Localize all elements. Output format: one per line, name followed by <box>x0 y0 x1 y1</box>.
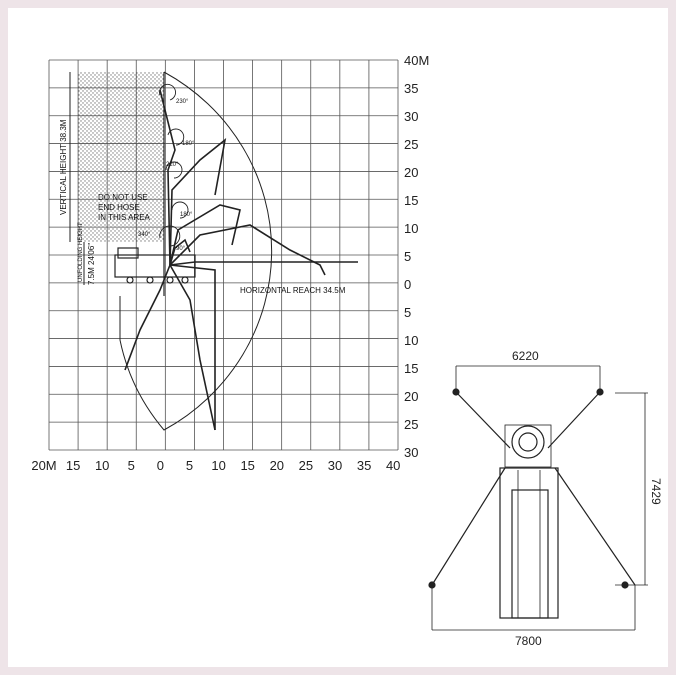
y-tick-label: 15 <box>404 361 418 376</box>
x-tick-label: 15 <box>66 458 80 473</box>
plan-bottom-width: 7800 <box>515 634 542 648</box>
y-tick-label: 5 <box>404 305 411 320</box>
unfolding-height-label: UNFOLDING HEIGHT <box>78 222 84 282</box>
y-tick-label: 15 <box>404 193 418 208</box>
reach-grid <box>48 59 399 451</box>
plan-view <box>428 365 648 631</box>
x-tick-label: 25 <box>299 458 313 473</box>
plan-top-width: 6220 <box>512 349 539 363</box>
unfolding-height-value: 7.5M 24'06" <box>87 243 96 285</box>
angle-label-6: 90° <box>176 246 186 252</box>
y-tick-label: 5 <box>404 249 411 264</box>
x-tick-label: 40 <box>386 458 400 473</box>
no-hose-area <box>78 72 164 242</box>
y-tick-label: 20 <box>404 389 418 404</box>
x-tick-label: 20 <box>270 458 284 473</box>
plan-side-length: 7429 <box>649 478 663 505</box>
y-tick-label: 10 <box>404 221 418 236</box>
y-tick-label: 30 <box>404 445 418 460</box>
angle-label-5: 340° <box>138 232 151 238</box>
y-tick-label: 25 <box>404 417 418 432</box>
no-hose-note-2: END HOSE <box>98 203 140 212</box>
y-tick-label: 20 <box>404 165 418 180</box>
y-tick-label: 30 <box>404 109 418 124</box>
x-tick-label: 10 <box>95 458 109 473</box>
truck <box>114 247 196 284</box>
angle-label-3: 220° <box>166 162 179 168</box>
angle-label-4: 180° <box>180 212 193 218</box>
y-tick-label: 25 <box>404 137 418 152</box>
y-tick-label: 40M <box>404 53 429 68</box>
y-tick-labels: 40M 35 30 25 20 15 10 5 0 5 10 15 20 25 30 <box>404 53 429 460</box>
no-hose-note-3: IN THIS AREA <box>98 213 151 222</box>
x-tick-labels: 20M 15 10 5 0 5 10 15 20 25 30 35 40 <box>31 458 400 473</box>
y-tick-label: 10 <box>404 333 418 348</box>
x-tick-label: 5 <box>186 458 193 473</box>
x-tick-label: 35 <box>357 458 371 473</box>
x-tick-label: 5 <box>128 458 135 473</box>
no-hose-note-1: DO NOT USE <box>98 193 148 202</box>
x-tick-label: 30 <box>328 458 342 473</box>
x-tick-label: 20M <box>31 458 56 473</box>
vertical-height-label: VERTICAL HEIGHT 38.3M <box>59 119 68 215</box>
boom-positions <box>124 89 358 431</box>
horizontal-reach-label: HORIZONTAL REACH 34.5M <box>240 286 346 295</box>
x-tick-label: 0 <box>157 458 164 473</box>
y-tick-label: 0 <box>404 277 411 292</box>
angle-label-2: 180° <box>182 141 195 147</box>
angle-label-1: 230° <box>176 99 189 105</box>
x-tick-label: 15 <box>240 458 254 473</box>
rotation-arcs <box>159 83 189 247</box>
y-tick-label: 35 <box>404 81 418 96</box>
working-envelope <box>119 71 273 431</box>
x-tick-label: 10 <box>211 458 225 473</box>
